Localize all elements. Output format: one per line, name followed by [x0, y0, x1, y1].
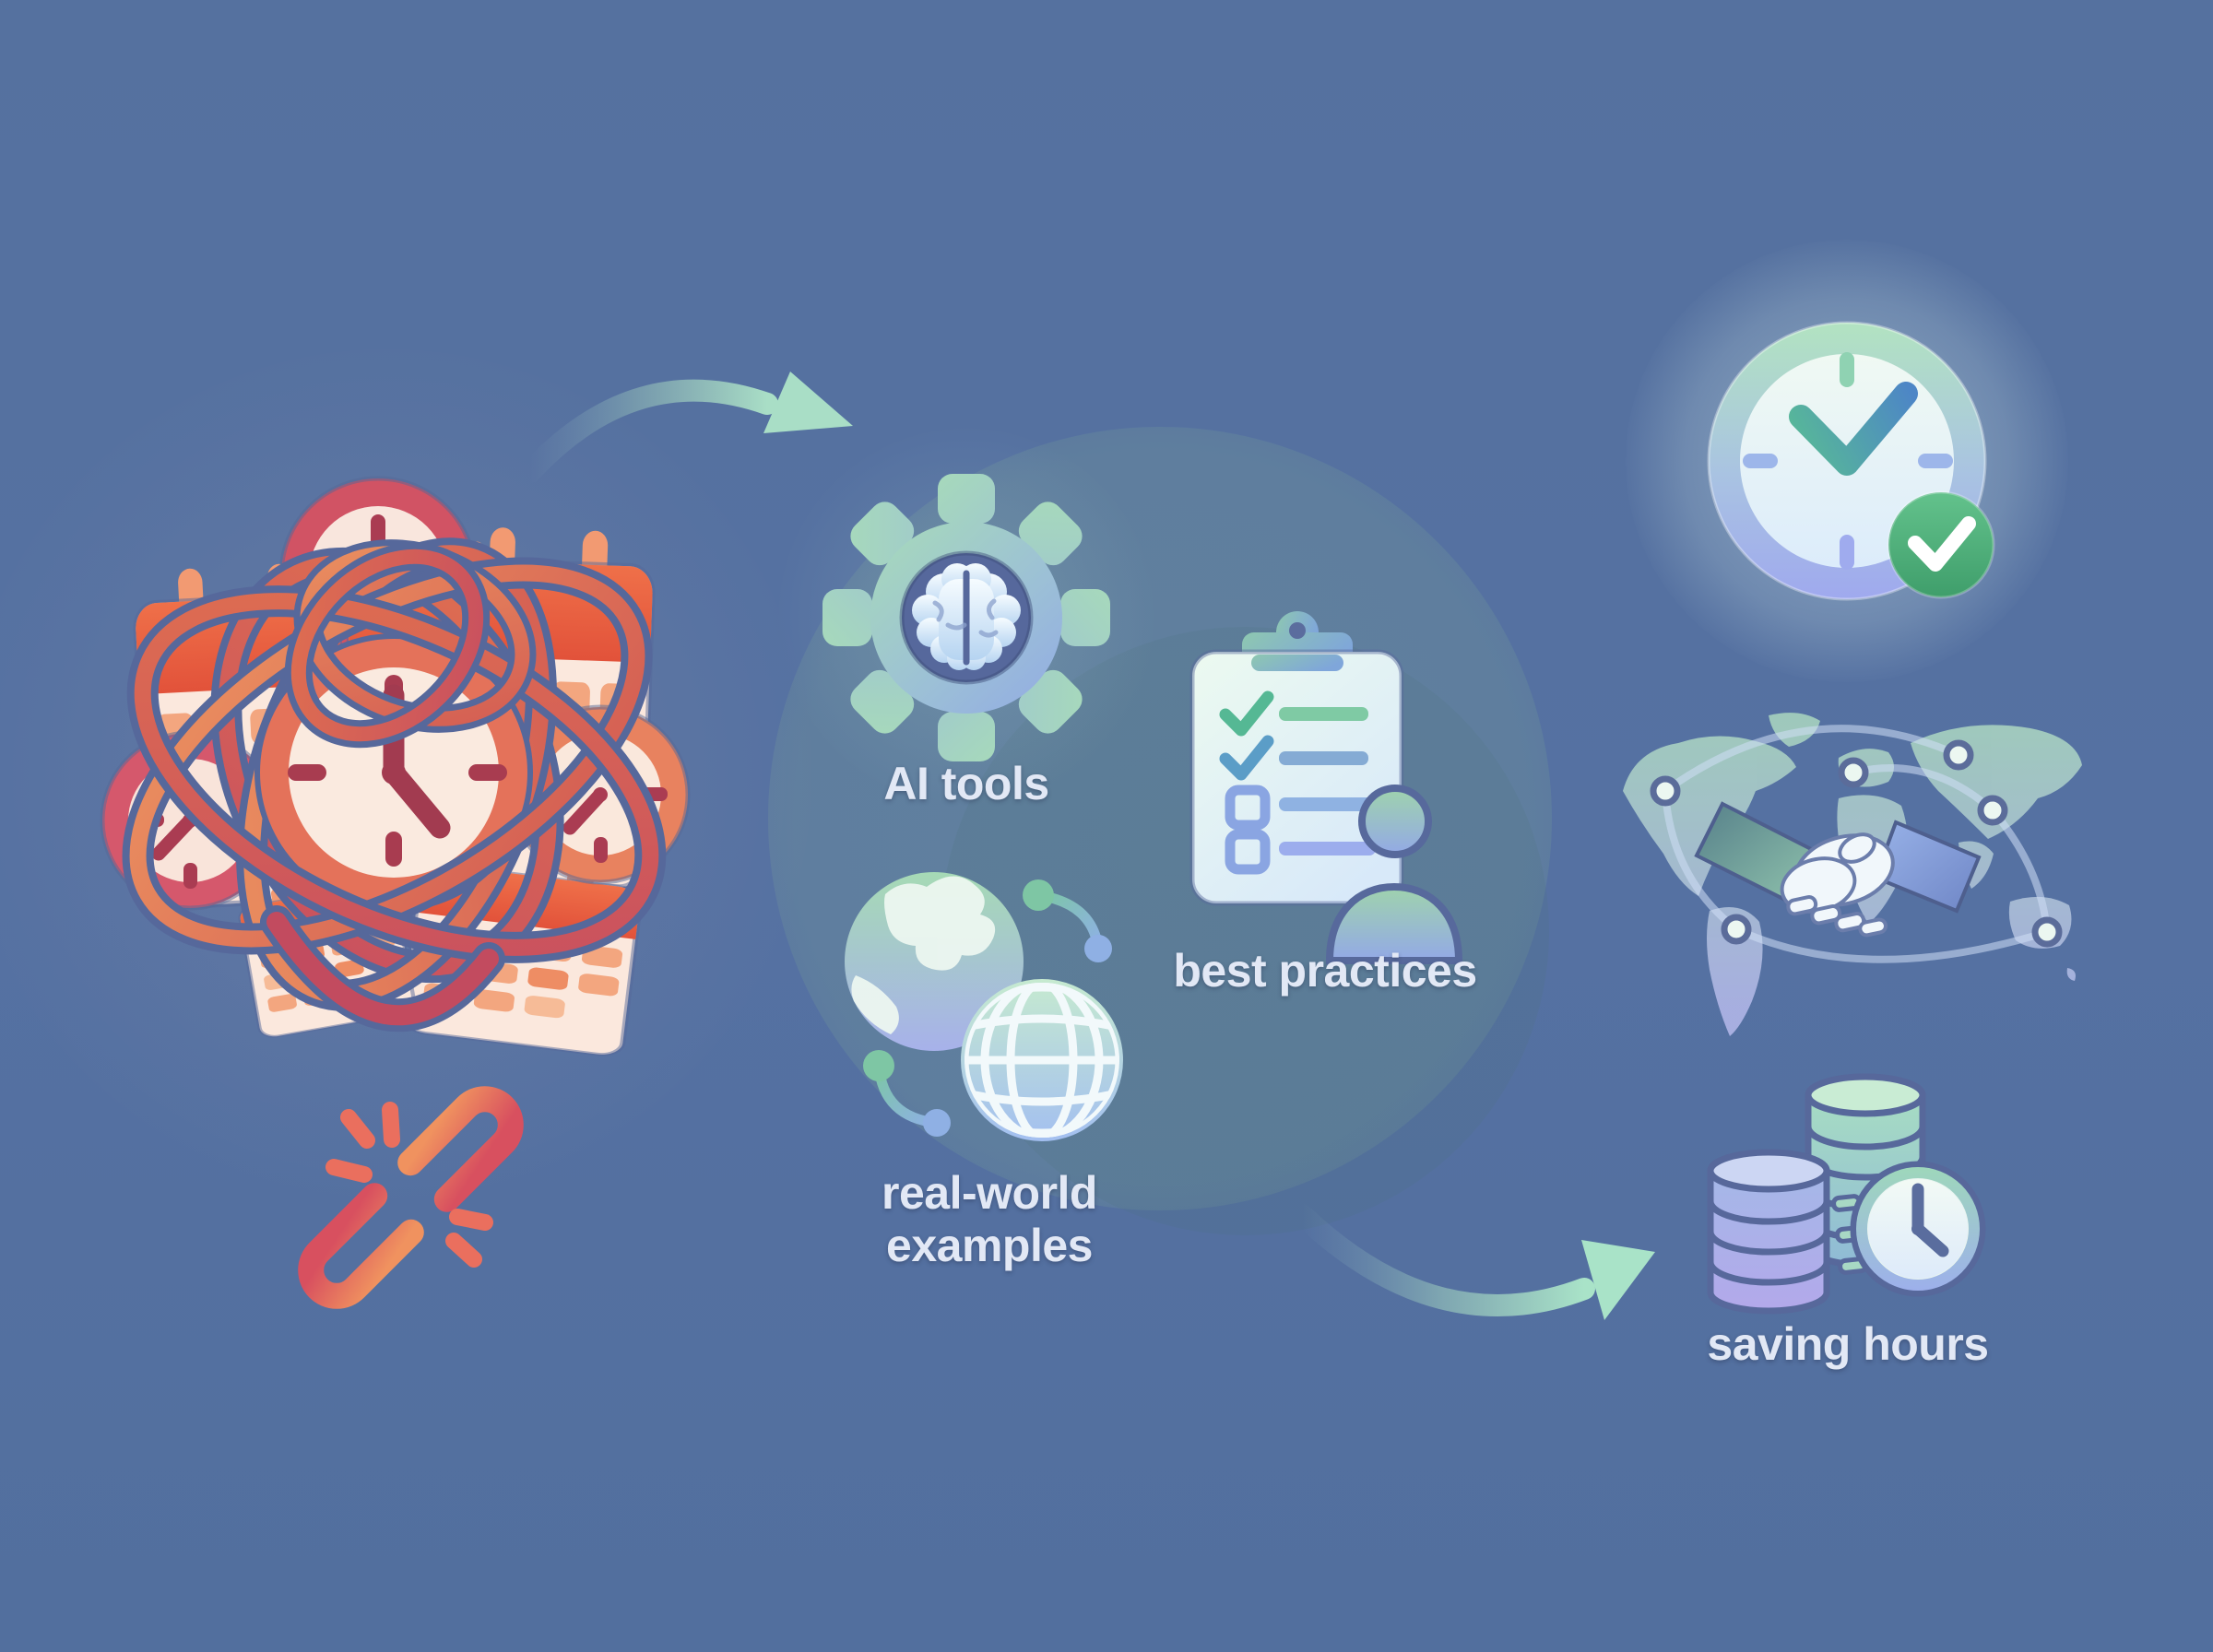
coins-clock-icon [1707, 1073, 1986, 1315]
clock-checkmark-icon [1707, 321, 1995, 601]
node-link-icon [863, 1050, 951, 1137]
label-saving-hours: saving hours [1707, 1318, 1989, 1370]
broken-link-icon [298, 1086, 524, 1309]
label-real-world-examples: real-world examples [882, 1167, 1097, 1272]
label-real-world-line2: examples [886, 1220, 1093, 1271]
label-best-practices: best practices [1173, 945, 1477, 997]
person-icon [1325, 785, 1463, 964]
clipboard-icon [1189, 611, 1404, 906]
network-nodes [1650, 739, 2063, 948]
brain-icon [912, 563, 1021, 670]
coin-stack-icon [1707, 1149, 1830, 1315]
label-real-world-line1: real-world [882, 1167, 1097, 1219]
arrow-curved-right-icon [519, 372, 853, 483]
checklist-rows [1219, 690, 1376, 875]
tangle-loop [122, 539, 667, 1032]
tangled-calendars-clocks-icon [100, 476, 691, 1162]
arrow-swoosh-right-icon [1291, 1204, 1655, 1320]
label-ai-tools: AI tools [883, 758, 1049, 809]
wireframe-globe-icon [961, 979, 1123, 1141]
handshake-icon [1694, 801, 1982, 938]
gear-brain-icon [822, 474, 1110, 761]
earth-globe-icon [845, 872, 1024, 1051]
node-link-icon [1023, 879, 1112, 962]
globes-network-icon [845, 872, 1123, 1141]
break-spark-lines [325, 1102, 493, 1268]
check-badge-icon [1887, 490, 1995, 599]
checklist-person-icon [1189, 611, 1463, 964]
small-clock-icon [1850, 1161, 1986, 1297]
world-map-handshake-icon [1623, 713, 2082, 1036]
